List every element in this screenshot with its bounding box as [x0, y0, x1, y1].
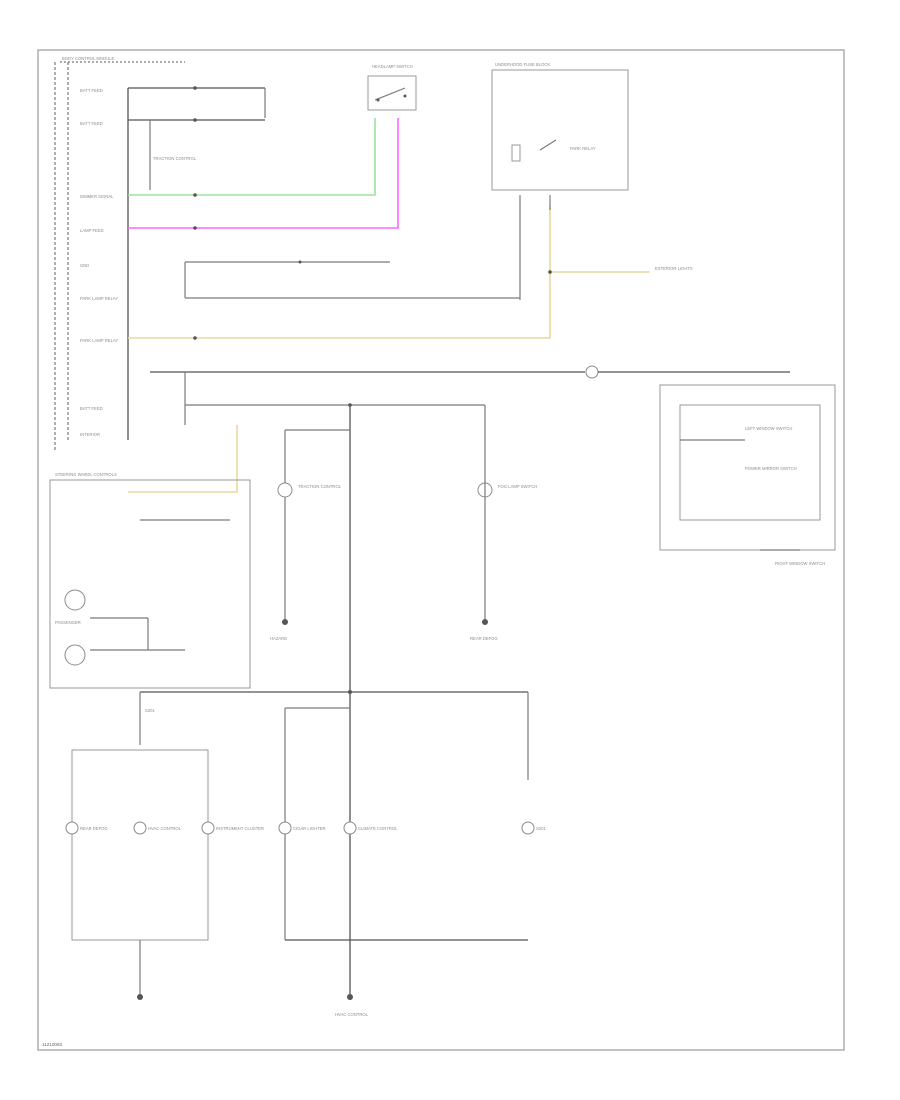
label-hazard: REAR DEFOG	[80, 826, 108, 831]
label-bcm-illum: INTERIOR	[80, 432, 100, 437]
label-bcm-park: PARK LAMP RELAY	[80, 296, 118, 301]
label-bcm-pin2: BATT FEED	[80, 121, 103, 126]
park-lamp-wires	[184, 260, 520, 299]
fog-lamp: FOG LAMP SWITCH REAR DEFOG	[470, 470, 537, 641]
illumination-bus	[150, 365, 790, 470]
label-fog: FOG LAMP SWITCH	[498, 484, 537, 489]
label-passenger: PASSENGER	[55, 620, 81, 625]
traction-lamp: TRACTION CONTROL HAZARD	[270, 482, 342, 641]
label-hvac: INSTRUMENT CLUSTER	[216, 826, 264, 831]
label-underhood: UNDERHOOD FUSE BLOCK	[495, 62, 550, 67]
label-bcm-park2: PARK LAMP RELAY	[80, 338, 118, 343]
label-cluster: CLIMATE CONTROL	[358, 826, 398, 831]
label-cigar: CIGAR LIGHTER	[293, 826, 326, 831]
window-switch-box: LEFT WINDOW SWITCH POWER MIRROR SWITCH R…	[659, 384, 836, 566]
label-defog: HVAC CONTROL	[148, 826, 182, 831]
label-gnd1: HAZARD	[270, 636, 287, 641]
underhood-fuse-block: UNDERHOOD FUSE BLOCK PARK RELAY EXTERIOR…	[491, 62, 693, 300]
diagram-frame	[37, 49, 845, 1051]
bottom-bus: S201	[139, 691, 529, 940]
label-bcm-batt3: BATT FEED	[80, 406, 103, 411]
label-bcm-fuse: TRACTION CONTROL	[153, 156, 197, 161]
steering-controls: STEERING WHEEL CONTROLS PASSENGER	[49, 472, 251, 689]
center-lamp-group: CIGAR LIGHTER CLIMATE CONTROL S201 HVAC …	[278, 821, 546, 1017]
label-bcm-gnd: GND	[80, 263, 89, 268]
yellow-wire-1	[128, 205, 551, 339]
label-park-relay: PARK RELAY	[570, 146, 596, 151]
label-bcm-lamp: LAMP FEED	[80, 228, 104, 233]
bcm-top-wires: TRACTION CONTROL	[128, 86, 266, 190]
label-splice: S201	[145, 708, 155, 713]
label-right-win: RIGHT WINDOW SWITCH	[775, 561, 825, 566]
label-bcm-pin1: BATT FEED	[80, 88, 103, 93]
green-wire	[128, 118, 376, 196]
pink-wire	[128, 118, 399, 229]
label-power-mirror: POWER MIRROR SWITCH	[745, 466, 797, 471]
body-control-module: BODY CONTROL MODULE BATT FEED BATT FEED …	[54, 56, 185, 450]
label-traction: TRACTION CONTROL	[298, 484, 342, 489]
label-gnd2: REAR DEFOG	[470, 636, 498, 641]
label-left-win: LEFT WINDOW SWITCH	[745, 426, 792, 431]
label-headlamp-sw: HEADLAMP SWITCH	[372, 64, 413, 69]
label-bcm-dimmer: DIMMER SIGNAL	[80, 194, 114, 199]
label-steer-sw: STEERING WHEEL CONTROLS	[55, 472, 117, 477]
label-climate: S201	[536, 826, 546, 831]
label-gnd3: HVAC CONTROL	[335, 1012, 369, 1017]
yellow-wire-3	[128, 425, 238, 493]
label-left-module: BODY CONTROL MODULE	[62, 56, 115, 61]
left-lamp-group: REAR DEFOG HVAC CONTROL INSTRUMENT CLUST…	[65, 749, 264, 1000]
headlamp-switch: HEADLAMP SWITCH	[367, 64, 417, 111]
label-exterior: EXTERIOR LIGHTS	[655, 266, 693, 271]
diagram-code: 11210083	[42, 1042, 63, 1047]
